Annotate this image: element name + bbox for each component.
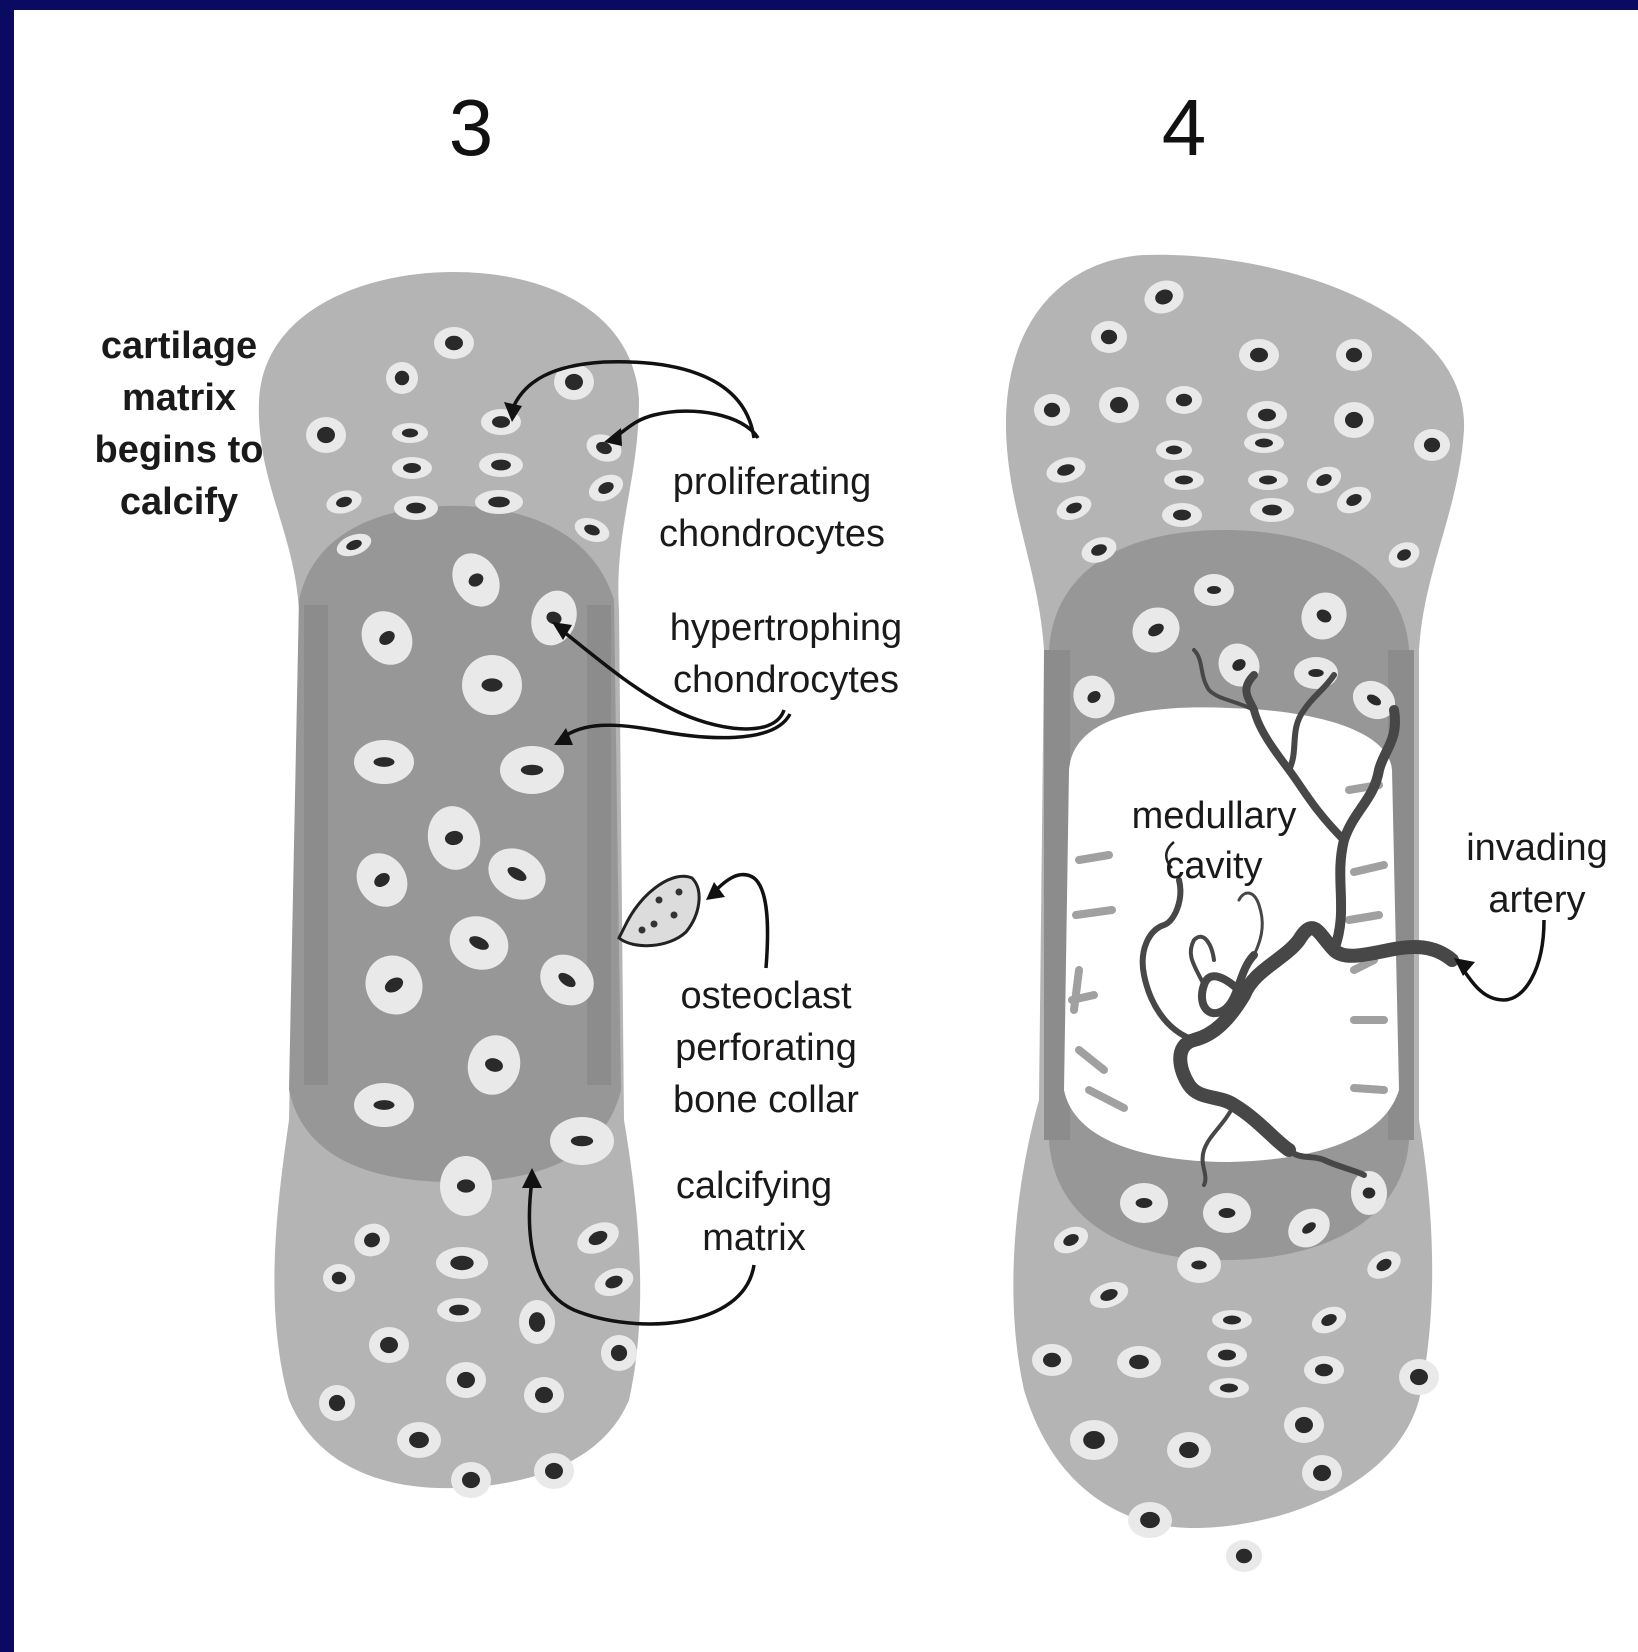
chondrocyte-cell: [1164, 470, 1204, 490]
stage-4-number: 4: [1162, 83, 1207, 172]
label-hypertrophing-line1: hypertrophing: [670, 607, 902, 649]
chondrocyte-cell: [1034, 394, 1070, 426]
chondrocyte-cell: [1244, 433, 1284, 453]
chondrocyte-cell: [436, 1247, 488, 1279]
label-osteoclast-line3: bone collar: [673, 1079, 859, 1121]
chondrocyte-cell: [1091, 321, 1127, 353]
chondrocyte-cell: [397, 1422, 441, 1458]
chondrocyte-cell: [1284, 1407, 1324, 1443]
chondrocyte-cell: [440, 1156, 492, 1216]
chondrocyte-cell: [1302, 1455, 1342, 1491]
stage-4-bone: [1006, 255, 1464, 1572]
chondrocyte-cell: [1207, 1343, 1247, 1367]
trabecula: [1074, 970, 1079, 1010]
label-artery-line2: artery: [1488, 879, 1585, 921]
label-hypertrophing-line2: chondrocytes: [673, 659, 899, 701]
label-cartilage-line1: cartilage: [101, 325, 257, 367]
trabecula: [1079, 855, 1109, 860]
chondrocyte-cell: [1070, 1420, 1118, 1460]
label-medullary-line2: cavity: [1165, 845, 1262, 887]
chondrocyte-cell: [1212, 1310, 1252, 1330]
ossification-diagram: 3 4: [14, 10, 1638, 1652]
label-cartilage-line4: calcify: [120, 481, 238, 523]
chondrocyte-cell: [394, 496, 438, 520]
chondrocyte-cell: [1226, 1540, 1262, 1572]
chondrocyte-cell: [1334, 402, 1374, 438]
chondrocyte-cell: [386, 362, 418, 394]
label-osteoclast-line1: osteoclast: [680, 975, 852, 1017]
chondrocyte-cell: [1414, 429, 1450, 461]
chondrocyte-cell: [1099, 387, 1139, 423]
chondrocyte-cell: [354, 1083, 414, 1127]
label-cartilage-line3: begins to: [95, 429, 264, 471]
chondrocyte-cell: [1166, 386, 1202, 414]
chondrocyte-cell: [434, 327, 474, 359]
chondrocyte-cell: [1167, 1432, 1211, 1468]
chondrocyte-cell: [323, 1264, 355, 1292]
medullary-cavity: [1064, 707, 1399, 1162]
chondrocyte-cell: [1294, 657, 1338, 689]
chondrocyte-cell: [446, 1362, 486, 1398]
chondrocyte-cell: [437, 1298, 481, 1322]
chondrocyte-cell: [1128, 1502, 1172, 1538]
label-medullary-line1: medullary: [1132, 795, 1297, 837]
chondrocyte-cell: [1120, 1183, 1168, 1223]
stage-3-bone-collar-left: [304, 605, 328, 1085]
chondrocyte-cell: [1162, 503, 1202, 527]
chondrocyte-cell: [601, 1335, 637, 1371]
chondrocyte-cell: [1156, 440, 1192, 460]
chondrocyte-cell: [519, 1300, 555, 1344]
label-osteoclast-line2: perforating: [675, 1027, 857, 1069]
chondrocyte-cell: [369, 1327, 409, 1363]
chondrocyte-cell: [524, 1377, 564, 1413]
chondrocyte-cell: [500, 746, 564, 794]
chondrocyte-cell: [1117, 1346, 1161, 1378]
chondrocyte-cell: [1250, 498, 1294, 522]
chondrocyte-cell: [354, 740, 414, 784]
trabecula: [1354, 1088, 1384, 1090]
chondrocyte-cell: [1209, 1378, 1249, 1398]
label-artery-line1: invading: [1466, 827, 1608, 869]
chondrocyte-cell: [451, 1462, 491, 1498]
stage-3-number: 3: [449, 83, 494, 172]
label-cartilage-line2: matrix: [122, 377, 236, 419]
chondrocyte-cell: [1336, 339, 1372, 371]
label-proliferating-line1: proliferating: [673, 461, 872, 503]
chondrocyte-cell: [1032, 1344, 1072, 1376]
label-calcifying-line2: matrix: [702, 1217, 805, 1259]
chondrocyte-cell: [1304, 1356, 1344, 1384]
chondrocyte-cell: [462, 655, 522, 715]
stage-3-bone-collar-right: [587, 605, 611, 1085]
osteoclast-shape: [619, 876, 699, 945]
chondrocyte-cell: [1399, 1359, 1439, 1395]
chondrocyte-cell: [1351, 1171, 1387, 1215]
chondrocyte-cell: [1194, 574, 1234, 606]
chondrocyte-cell: [1203, 1193, 1251, 1233]
chondrocyte-cell: [1248, 470, 1288, 490]
trabecula: [1076, 910, 1112, 915]
chondrocyte-cell: [1177, 1247, 1221, 1283]
chondrocyte-cell: [1247, 401, 1287, 429]
chondrocyte-cell: [534, 1453, 574, 1489]
label-calcifying-line1: calcifying: [676, 1165, 832, 1207]
chondrocyte-cell: [319, 1385, 355, 1421]
chondrocyte-cell: [475, 490, 523, 514]
chondrocyte-cell: [392, 457, 432, 479]
chondrocyte-cell: [1239, 339, 1279, 371]
chondrocyte-cell: [550, 1117, 614, 1165]
label-proliferating-line2: chondrocytes: [659, 513, 885, 555]
chondrocyte-cell: [306, 417, 346, 453]
chondrocyte-cell: [479, 453, 523, 477]
chondrocyte-cell: [392, 423, 428, 443]
slide-frame: 3 4: [14, 10, 1638, 1652]
trabecula: [1349, 915, 1379, 920]
